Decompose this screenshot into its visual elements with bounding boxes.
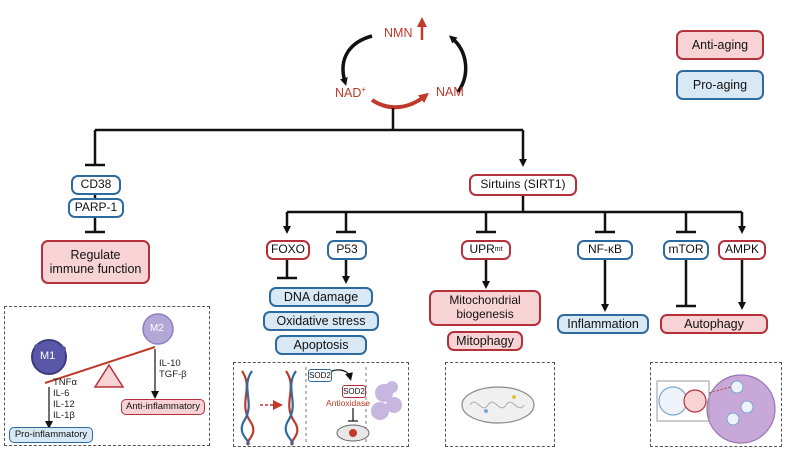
dna-damage-box: DNA damage: [269, 287, 373, 307]
cd38-box: CD38: [71, 175, 121, 195]
mito-biogenesis-line2: biogenesis: [456, 307, 514, 321]
ampk-label: AMPK: [724, 242, 759, 257]
m1-label: M1: [40, 350, 56, 362]
anti-inflammatory-box: Anti-inflammatory: [121, 399, 205, 415]
mtor-label: mTOR: [668, 242, 704, 257]
apoptosis-box: Apoptosis: [275, 335, 367, 355]
sod2-right-label: SOD2: [343, 386, 365, 396]
autophagy-illustration: [656, 374, 776, 444]
mito-biogenesis-line1: Mitochondrial: [449, 293, 521, 308]
autophagy-label: Autophagy: [684, 316, 744, 331]
m2-cytokines: IL-10 TGF-β: [159, 358, 187, 381]
sod2-left-box: SOD2: [308, 369, 332, 382]
cytokine-tnfa: TNFα: [53, 377, 77, 388]
nam-label: NAM: [436, 85, 464, 99]
cytokine-il6: IL-6: [53, 387, 70, 399]
parp1-label: PARP-1: [74, 200, 118, 215]
cytokine-tgfb: TGF-β: [159, 368, 187, 380]
m1-cytokines: TNFα IL-6 IL-12 IL-1β: [53, 377, 77, 422]
p53-box: P53: [327, 240, 367, 260]
cytokine-il1b: IL-1β: [53, 409, 75, 421]
sirtuins-box: Sirtuins (SIRT1): [469, 174, 577, 196]
cd38-label: CD38: [80, 177, 112, 192]
mtor-box: mTOR: [663, 240, 709, 260]
nad-cycle: [340, 17, 468, 110]
cytokine-il12: IL-12: [53, 398, 75, 410]
dna-damage-label: DNA damage: [283, 289, 359, 304]
m2-label: M2: [150, 323, 164, 334]
sirtuins-label: Sirtuins (SIRT1): [480, 177, 566, 192]
pro-inflammatory-label: Pro-inflammatory: [14, 428, 88, 440]
nfkb-box: NF-κB: [577, 240, 633, 260]
inflammation-box: Inflammation: [557, 314, 649, 334]
mitochondrion-illustration: [461, 386, 535, 424]
dna-sod-illustration: [240, 367, 402, 446]
parp1-box: PARP-1: [68, 198, 124, 218]
antioxidase-label: Antioxidase: [326, 398, 370, 408]
legend-pro-aging: Pro-aging: [676, 70, 764, 100]
nmn-label: NMN: [384, 26, 413, 40]
p53-label: P53: [336, 242, 358, 257]
m2-cell-icon: [142, 313, 174, 345]
mitophagy-label: Mitophagy: [456, 333, 514, 348]
nfkb-label: NF-κB: [588, 242, 622, 257]
m1-cell-icon: [31, 339, 67, 375]
mitochondria-panel: [445, 362, 555, 447]
sod2-left-label: SOD2: [309, 370, 331, 380]
oxidative-stress-label: Oxidative stress: [276, 313, 366, 328]
upr-label: UPR: [469, 242, 495, 257]
macrophage-illustration: [31, 313, 174, 429]
anti-inflammatory-label: Anti-inflammatory: [126, 400, 200, 412]
dna-helix-icon: [240, 370, 299, 446]
oxidative-stress-box: Oxidative stress: [263, 311, 379, 331]
autophagy-panel: [650, 362, 782, 447]
apoptosis-label: Apoptosis: [293, 337, 349, 352]
nad-superscript: +: [361, 85, 367, 94]
pro-inflammatory-box: Pro-inflammatory: [9, 427, 93, 443]
regulate-line2: immune function: [49, 262, 142, 276]
ampk-box: AMPK: [718, 240, 766, 260]
foxo-label: FOXO: [270, 242, 305, 257]
nad-text: NAD: [335, 86, 362, 101]
upr-superscript: mt: [494, 245, 503, 253]
cytokine-il10: IL-10: [159, 358, 181, 369]
autophagy-box: Autophagy: [660, 314, 768, 334]
cell-cluster-icon: [371, 381, 402, 420]
regulate-line1: Regulate: [70, 247, 121, 262]
legend-pro-label: Pro-aging: [692, 77, 748, 92]
dna-sod-panel: SOD2 SOD2 Antioxidase: [233, 362, 409, 447]
legend-anti-label: Anti-aging: [691, 37, 749, 52]
mitophagy-box: Mitophagy: [447, 331, 523, 351]
nad-label: NAD+: [335, 85, 366, 101]
foxo-box: FOXO: [266, 240, 310, 260]
inflammation-label: Inflammation: [567, 316, 639, 331]
sod2-right-box: SOD2: [342, 385, 366, 398]
legend-anti-aging: Anti-aging: [676, 30, 764, 60]
macrophage-panel: M1 M2 TNFα IL-6 IL-12 IL-1β IL-10 TGF-β …: [4, 306, 210, 446]
